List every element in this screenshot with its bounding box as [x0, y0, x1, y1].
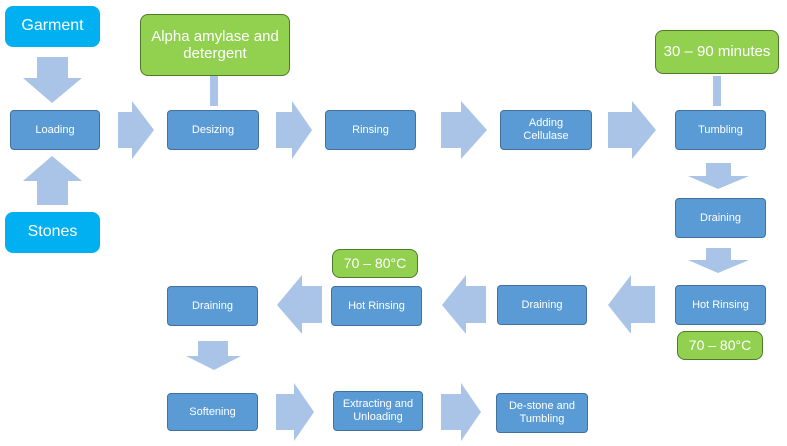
step-extracting-unloading: Extracting and Unloading — [333, 391, 423, 431]
step-loading: Loading — [10, 110, 100, 150]
hot-rinse-temp-note: 70 – 80°C — [677, 331, 763, 360]
arrow-down-draining-to-softening — [186, 341, 241, 370]
step-desizing: Desizing — [167, 110, 259, 150]
arrow-down-draining-to-hot-rinsing — [688, 248, 749, 273]
arrow-down-garment-to-loading — [23, 57, 82, 103]
hot-rinse-temp-note: 70 – 80°C — [332, 249, 418, 278]
stem-enzyme-note — [210, 76, 218, 106]
arrow-down-tumbling-to-draining — [688, 163, 749, 189]
arrow-left-draining-to-hot-rinsing — [442, 275, 486, 334]
arrow-right-rinsing-to-cellulase — [441, 101, 487, 159]
arrow-right-cellulase-to-tumbling — [608, 101, 656, 159]
arrow-right-extracting-to-destone — [441, 383, 481, 441]
arrow-right-softening-to-extracting — [276, 383, 314, 441]
arrow-left-hot-rinsing-to-draining-left — [277, 275, 322, 334]
step-destone-tumbling: De-stone and Tumbling — [496, 393, 588, 433]
step-hot-rinsing: Hot Rinsing — [331, 286, 422, 326]
stones-input: Stones — [5, 212, 100, 253]
step-rinsing: Rinsing — [325, 110, 416, 150]
arrow-up-stones-to-loading — [23, 156, 82, 205]
garment-input: Garment — [5, 6, 100, 47]
arrow-right-desizing-to-rinsing — [276, 101, 312, 159]
step-adding-cellulase: Adding Cellulase — [500, 110, 592, 150]
step-draining: Draining — [167, 286, 258, 326]
stem-time-note — [713, 76, 721, 106]
enzyme-note: Alpha amylase and detergent — [140, 14, 290, 76]
step-hot-rinsing: Hot Rinsing — [675, 285, 766, 325]
tumble-time-note: 30 – 90 minutes — [655, 30, 779, 74]
step-draining: Draining — [497, 285, 587, 325]
step-softening: Softening — [167, 393, 258, 431]
step-draining: Draining — [675, 198, 766, 238]
arrow-right-loading-to-desizing — [118, 101, 154, 159]
arrow-left-hot-rinsing-to-draining — [608, 275, 655, 334]
step-tumbling: Tumbling — [675, 110, 766, 150]
